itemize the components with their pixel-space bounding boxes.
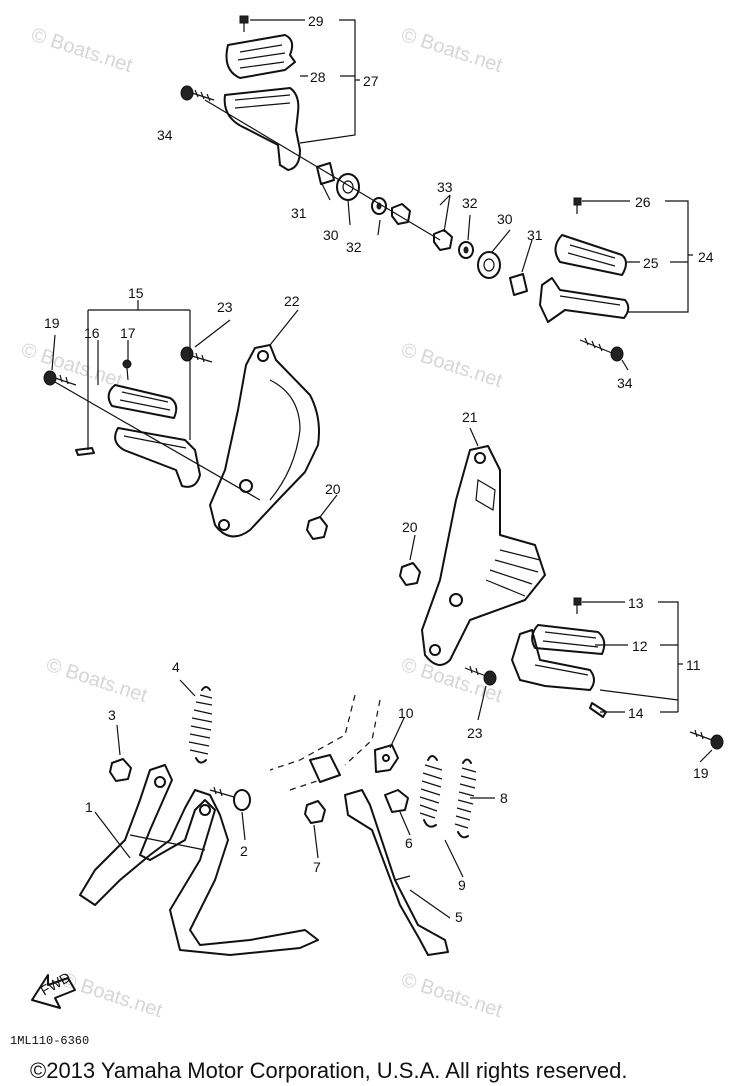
callout-label: 20 — [325, 481, 341, 497]
callout-label: 24 — [698, 249, 714, 265]
callout-label: 14 — [628, 705, 644, 721]
watermark: © Boats.net — [58, 969, 165, 1022]
callout-label: 3 — [108, 707, 116, 723]
callout-label: 25 — [643, 255, 659, 271]
callout-label: 28 — [310, 69, 326, 85]
callout-label: 34 — [157, 127, 173, 143]
leader-lines — [51, 19, 713, 919]
callout-labels: 29 28 27 34 31 30 32 33 32 30 31 26 25 2… — [44, 13, 714, 925]
callout-label: 34 — [617, 375, 633, 391]
rear-footrest-left-assembly — [180, 15, 441, 241]
watermark: © Boats.net — [398, 339, 505, 392]
callout-label: 2 — [240, 843, 248, 859]
front-footrest-right-assembly — [464, 597, 724, 750]
callout-label: 23 — [467, 725, 483, 741]
callout-label: 32 — [346, 239, 362, 255]
callout-label: 30 — [323, 227, 339, 243]
callout-label: 20 — [402, 519, 418, 535]
callout-label: 8 — [500, 790, 508, 806]
callout-label: 31 — [527, 227, 543, 243]
callout-label: 16 — [84, 325, 100, 341]
callout-label: 1 — [85, 799, 93, 815]
footrest-plate-left — [180, 344, 328, 540]
front-footrest-left-assembly — [43, 359, 261, 501]
callout-label: 19 — [44, 315, 60, 331]
callout-label: 7 — [313, 859, 321, 875]
callout-label: 9 — [458, 877, 466, 893]
callout-label: 19 — [693, 765, 709, 781]
watermark: © Boats.net — [43, 654, 150, 707]
callout-label: 26 — [635, 194, 651, 210]
callout-label: 21 — [462, 409, 478, 425]
footrest-plate-right — [399, 445, 546, 666]
callout-label: 29 — [308, 13, 324, 29]
callout-label: 17 — [120, 325, 136, 341]
callout-label: 12 — [632, 638, 648, 654]
watermark: © Boats.net — [398, 24, 505, 77]
callout-label: 6 — [405, 835, 413, 851]
callout-label: 32 — [462, 195, 478, 211]
callout-label: 5 — [455, 909, 463, 925]
watermark-layer: © Boats.net © Boats.net © Boats.net © Bo… — [18, 24, 505, 1022]
callout-label: 23 — [217, 299, 233, 315]
callout-label: 30 — [497, 211, 513, 227]
callout-label: 27 — [363, 73, 379, 89]
callout-label: 15 — [128, 285, 144, 301]
callout-label: 11 — [686, 657, 701, 673]
watermark: © Boats.net — [398, 969, 505, 1022]
callout-label: 22 — [284, 293, 300, 309]
callout-label: 10 — [398, 705, 414, 721]
center-stand-assembly — [31, 686, 319, 1009]
watermark: © Boats.net — [28, 24, 135, 77]
callout-label: 33 — [437, 179, 453, 195]
side-stand-assembly — [269, 694, 477, 956]
copyright-notice: ©2013 Yamaha Motor Corporation, U.S.A. A… — [30, 1058, 628, 1083]
callout-label: 13 — [628, 595, 644, 611]
drawing-code: 1ML110-6360 — [10, 1034, 89, 1048]
callout-label: 31 — [291, 205, 307, 221]
fwd-arrow-icon — [31, 974, 76, 1009]
rear-footrest-right-assembly — [433, 197, 630, 362]
callout-label: 4 — [172, 659, 180, 675]
